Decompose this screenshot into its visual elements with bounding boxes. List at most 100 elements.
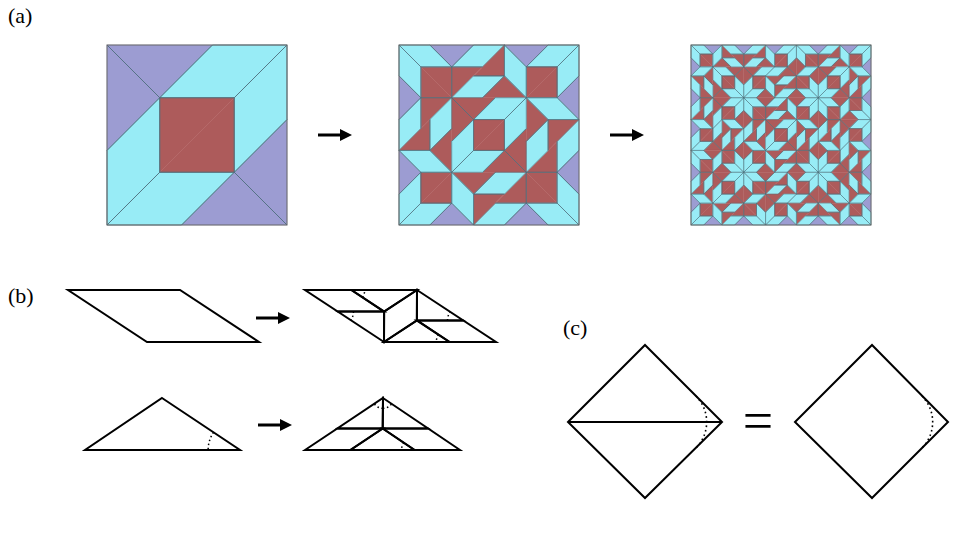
decoration-arc [402, 443, 404, 450]
square-half [805, 54, 818, 67]
square-half [796, 181, 809, 194]
rhombus-edge [722, 172, 744, 181]
triangle-leg [831, 203, 849, 212]
triangle-leg [796, 150, 809, 163]
triangle-leg [796, 107, 809, 120]
arrow-shaft [610, 134, 634, 137]
rhombus-edge [474, 172, 527, 194]
triangle-leg [766, 194, 784, 203]
rhombus-tile [787, 203, 796, 225]
triangle-leg [722, 120, 731, 138]
rhombus-edge [744, 120, 753, 142]
triangle-leg [840, 111, 858, 120]
rhombus-edge [526, 98, 579, 120]
rhombus-edge [691, 150, 700, 172]
rhombus-edge [849, 120, 871, 129]
rhombus-edge [474, 98, 527, 120]
triangle-leg [766, 150, 784, 159]
triangle-leg [775, 129, 788, 142]
rhombus-edge [840, 129, 849, 151]
triangle-leg [775, 129, 788, 142]
triangle-tile [735, 216, 753, 225]
triangle-leg [766, 181, 779, 194]
arrow-head [340, 129, 352, 141]
rhombus-edge [744, 141, 766, 150]
square-half [744, 111, 753, 129]
triangle-tile [809, 216, 827, 225]
arrow-shaft [318, 134, 342, 137]
square-half [775, 54, 788, 67]
triangle-leg [849, 98, 862, 111]
triangle-leg [722, 107, 735, 120]
rhombus-edge [452, 172, 474, 225]
triangle-leg [831, 89, 849, 98]
triangle-leg [722, 76, 735, 89]
rhombus-edge [787, 172, 796, 194]
rhombus-tile [713, 120, 722, 142]
rhombus-tile [840, 45, 849, 67]
rhombus-edge [757, 120, 766, 142]
triangle-leg [691, 120, 700, 138]
square-half [775, 203, 788, 216]
rhombus-tile [766, 203, 775, 225]
rhombus-edge [744, 150, 753, 172]
triangle-leg [787, 203, 805, 212]
triangle-leg [796, 181, 809, 194]
triangle-leg [775, 98, 788, 111]
rhombus-edge [809, 129, 818, 151]
triangle-leg [778, 185, 796, 194]
triangle-tile [809, 45, 827, 54]
rhombus-edge [526, 120, 548, 173]
triangle-leg [700, 98, 713, 111]
triangle-leg [849, 203, 862, 216]
square-half [421, 67, 452, 98]
triangle-leg [753, 181, 766, 194]
rhombus-tile [526, 98, 579, 120]
square-half [827, 150, 840, 163]
triangle-leg [526, 98, 548, 142]
rhombus-edge [840, 181, 849, 203]
rhombus-edge [735, 98, 744, 120]
triangle-leg [805, 203, 818, 216]
rhombus-edge [766, 203, 775, 225]
triangle-leg [704, 150, 722, 159]
rhombus-edge [557, 120, 579, 173]
triangle-leg [722, 150, 735, 163]
square-half [796, 107, 809, 120]
rhombus-edge [474, 203, 527, 225]
triangle-tile [862, 163, 871, 181]
triangle-leg [757, 163, 775, 172]
rhombus-edge [160, 45, 287, 98]
rhombus-edge [766, 185, 788, 194]
triangle-leg [796, 181, 809, 194]
rhombus-edge [691, 216, 713, 225]
triangle-leg [735, 141, 744, 159]
square-half [526, 67, 557, 98]
rhombus-tile [735, 172, 744, 194]
square-half [700, 159, 713, 172]
rhombus-tile [840, 203, 849, 225]
rhombus-tile [452, 172, 474, 225]
arrow-shaft [258, 424, 282, 427]
rhombus-edge [849, 172, 858, 194]
rhombus-edge [744, 89, 766, 98]
square-half [700, 54, 713, 67]
rhombus-edge [766, 111, 788, 120]
square-border [399, 45, 579, 225]
square-half [849, 98, 862, 111]
triangle-leg [818, 185, 827, 203]
square-half [753, 76, 766, 89]
triangle-leg [849, 129, 862, 142]
square-half [744, 203, 757, 216]
square-half [796, 150, 809, 163]
triangle-leg [107, 45, 212, 98]
rhombus-edge [775, 194, 797, 203]
rhombus-tile [691, 194, 713, 203]
square-half [775, 54, 788, 67]
rhombus-edge [399, 172, 421, 225]
rhombus-edge [818, 150, 827, 172]
triangle-leg [744, 203, 757, 216]
rhombus-edge [849, 141, 871, 150]
triangle-leg [849, 203, 862, 216]
triangle-leg [744, 129, 757, 142]
